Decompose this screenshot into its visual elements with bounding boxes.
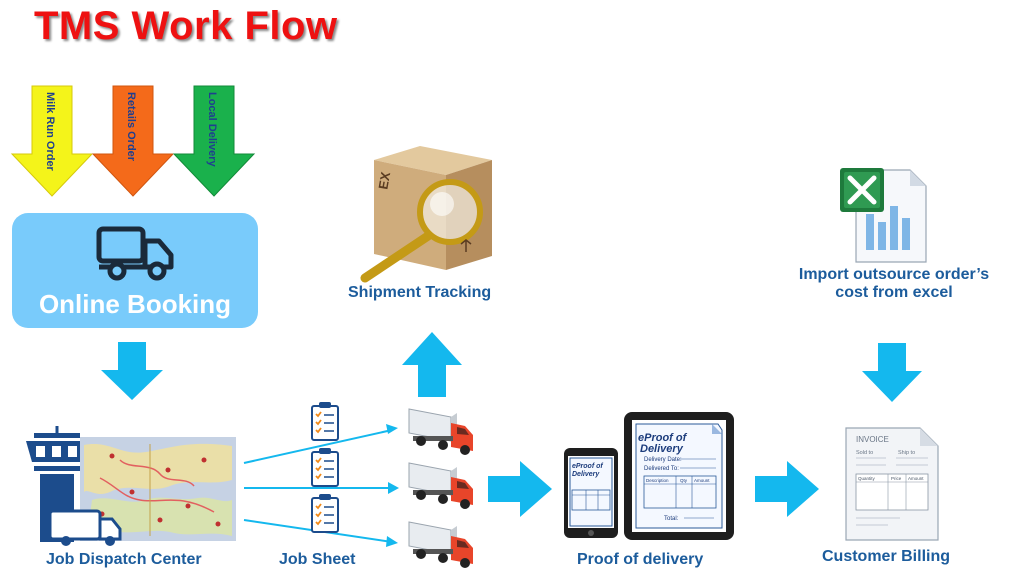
eproof-col-amount: Amount	[694, 478, 710, 483]
truck-icon	[408, 521, 473, 568]
job-dispatch-center-label: Job Dispatch Center	[46, 551, 202, 568]
eproof-title-line1: eProof of	[638, 432, 688, 444]
eproof-col-description: Description	[646, 478, 669, 483]
order-type-arrows	[10, 85, 256, 197]
truck-icon	[408, 462, 473, 509]
arrow-proof-to-billing	[755, 461, 819, 517]
svg-text:EX: EX	[375, 170, 393, 190]
map-icon	[80, 437, 236, 541]
excel-file-icon	[840, 168, 927, 263]
import-cost-label-line2: cost from excel	[835, 284, 953, 301]
retails-order-arrow	[91, 85, 175, 197]
eproof-delivery-date: Delivery Date:	[644, 457, 682, 463]
checklist-icon	[311, 402, 339, 441]
invoice-col-price: Price	[891, 476, 902, 481]
phone-eproof-title-line2: Delivery	[572, 471, 600, 478]
eproof-total: Total:	[664, 516, 679, 522]
tablet-icon	[624, 412, 734, 540]
arrow-up-to-tracking	[402, 332, 462, 397]
retails-order-label: Retails Order	[125, 92, 137, 162]
job-sheet-label: Job Sheet	[279, 551, 356, 568]
invoice-col-amount: Amount	[908, 476, 924, 481]
arrow-trucks-to-proof	[488, 461, 552, 517]
invoice-icon	[845, 427, 939, 541]
arrow-booking-to-dispatch	[101, 342, 163, 400]
milk-run-order-arrow	[10, 85, 94, 197]
phone-icon	[564, 448, 618, 538]
magnifier-box-icon: EX	[360, 146, 492, 283]
page-title: TMS Work Flow	[34, 4, 338, 48]
dispatch-truck-icon	[48, 509, 122, 546]
phone-eproof-title-line1: eProof of	[572, 463, 603, 470]
customer-billing-label: Customer Billing	[822, 548, 951, 565]
local-delivery-label: Local Delivery	[206, 92, 218, 167]
import-cost-label: Import outsource order’s cost from excel	[778, 266, 1010, 302]
eproof-col-qty: Qty	[680, 478, 688, 483]
checklist-icon	[311, 494, 339, 533]
shipment-tracking-label: Shipment Tracking	[348, 284, 492, 301]
milk-run-order-label: Milk Run Order	[44, 92, 56, 171]
proof-of-delivery-label: Proof of delivery	[577, 551, 704, 568]
invoice-ship-to: Ship to	[898, 450, 915, 456]
invoice-col-quantity: Quantity	[858, 476, 876, 481]
checklist-icon	[311, 448, 339, 487]
online-booking-label: Online Booking	[38, 289, 232, 319]
import-cost-label-line1: Import outsource order’s	[798, 266, 990, 283]
eproof-title-line2: Delivery	[640, 443, 684, 455]
eproof-delivered-to: Delivered To:	[644, 466, 679, 472]
arrow-import-to-billing	[862, 343, 922, 402]
invoice-sold-to: Sold to	[856, 450, 873, 456]
online-booking-box	[12, 213, 258, 328]
invoice-title: INVOICE	[856, 435, 889, 444]
truck-outline-icon	[96, 226, 174, 281]
truck-icon	[408, 408, 473, 455]
local-delivery-arrow	[172, 85, 256, 197]
